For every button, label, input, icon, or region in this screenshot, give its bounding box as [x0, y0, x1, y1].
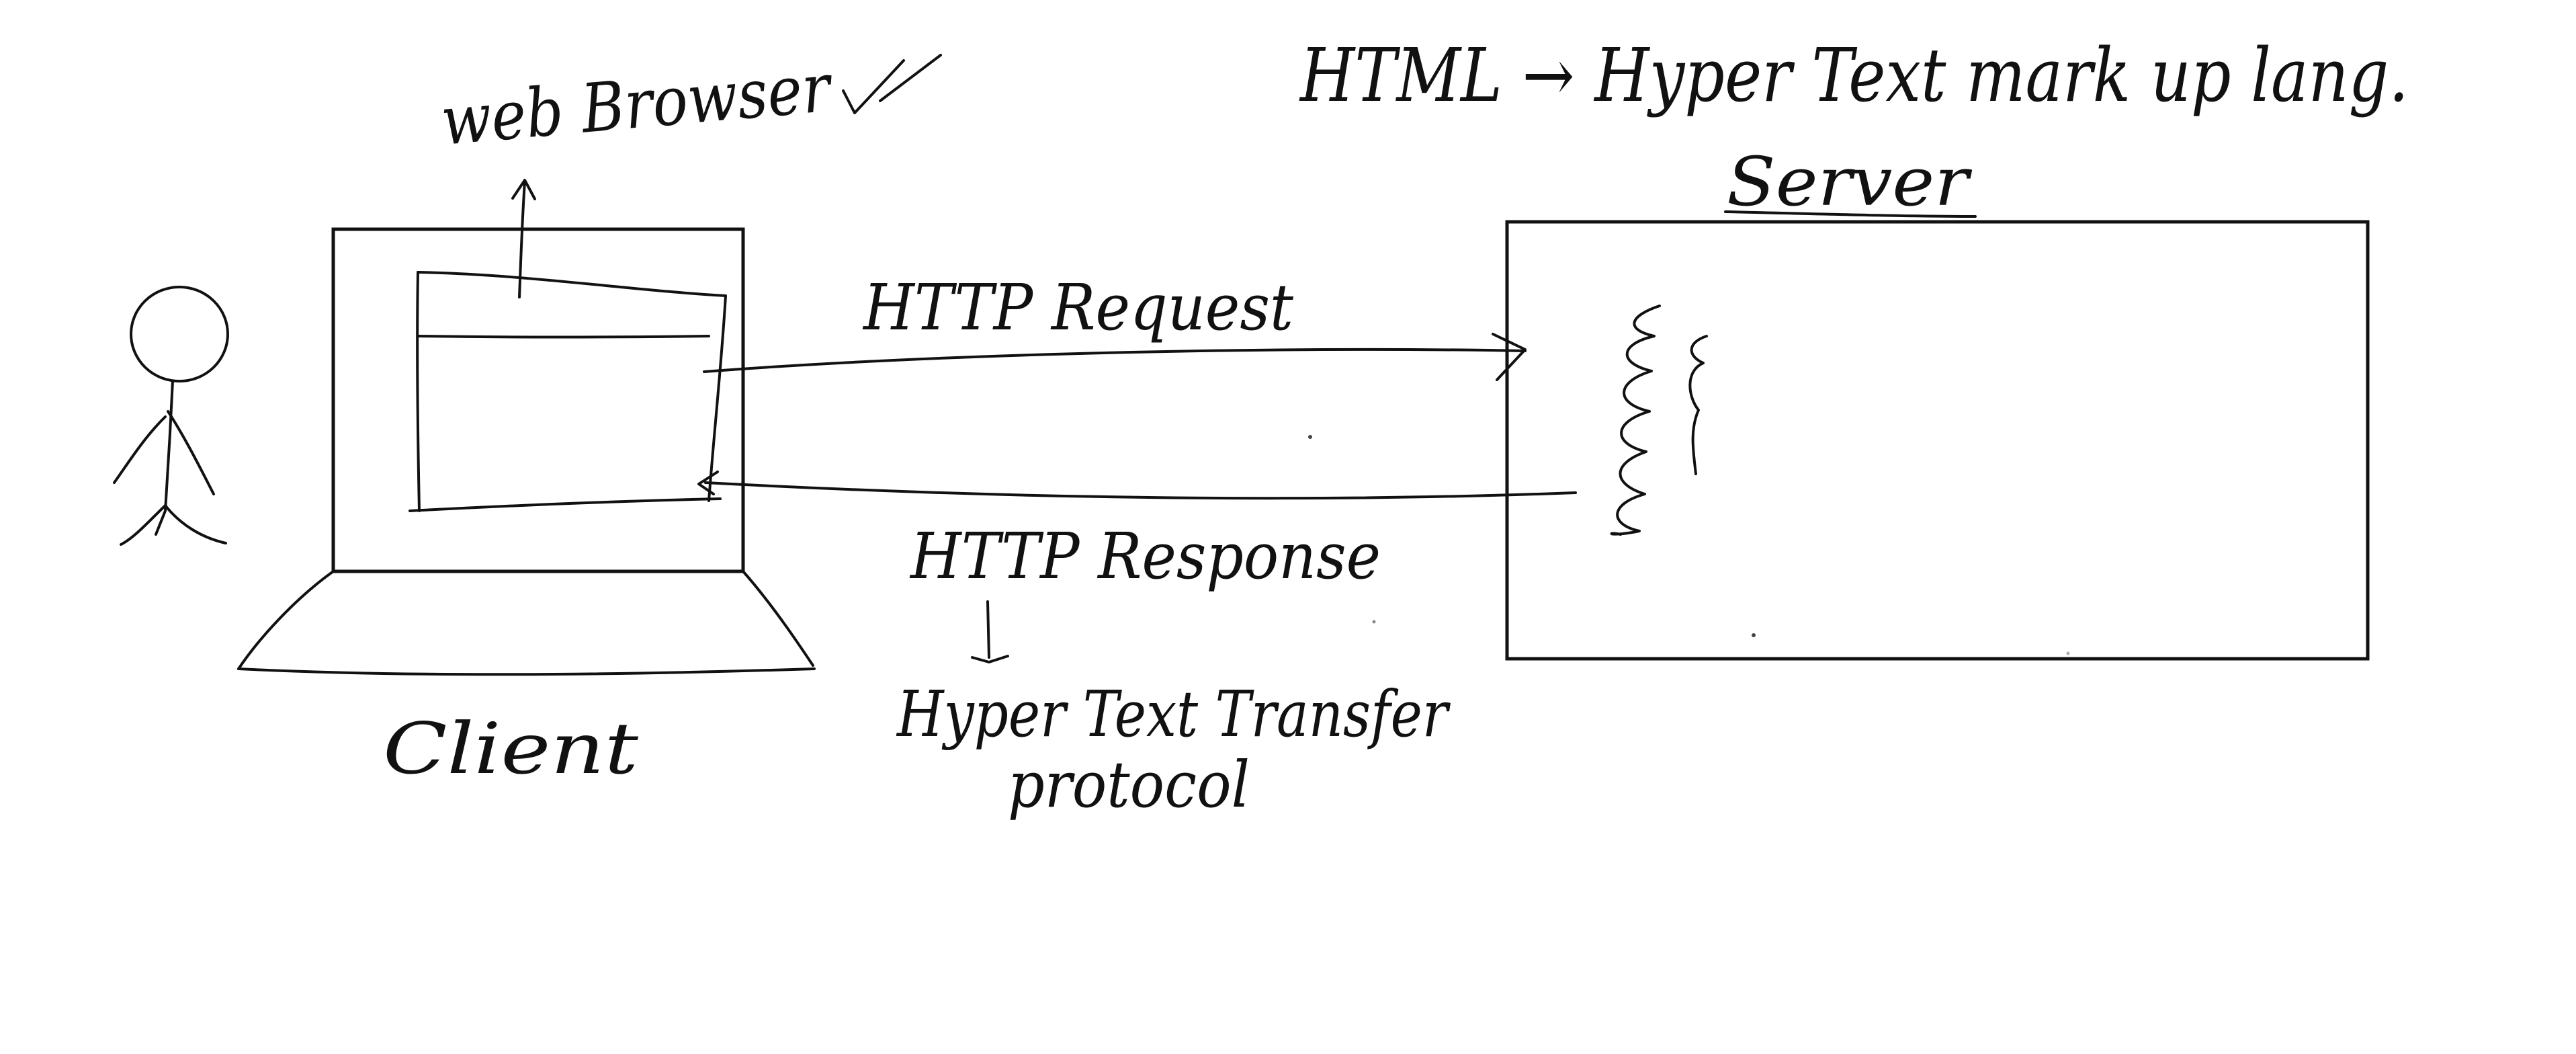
laptop-base-right [742, 570, 814, 667]
browser-bottom-edge [409, 497, 722, 512]
server-label-underline [1724, 210, 1977, 218]
server-box [1505, 220, 2370, 661]
browser-left-edge [416, 271, 421, 512]
arrow-up-icon [511, 179, 536, 298]
http-response-arrow [697, 471, 1577, 500]
browser-window [409, 271, 727, 512]
http-expansion-line2: protocol [1008, 748, 1250, 822]
arrow-right-icon [1492, 333, 1527, 381]
arrow-down-icon [971, 600, 1009, 663]
http-response-label: HTTP Response [909, 520, 1381, 594]
server-squiggle-left [1610, 305, 1661, 536]
server-squiggle-right [1688, 335, 1708, 475]
tick-mark-icon [842, 54, 942, 114]
stray-dots [1308, 435, 2070, 655]
browser-toolbar-line [418, 335, 710, 339]
stick-figure-icon [113, 286, 229, 546]
client-label: Client [383, 708, 639, 790]
browser-right-edge [707, 294, 727, 502]
laptop-screen-frame [331, 227, 745, 573]
arrow-left-icon [697, 471, 719, 495]
web-browser-label: web Browser [438, 48, 836, 160]
http-request-arrow [703, 333, 1527, 381]
laptop-icon [237, 227, 816, 676]
server-label: Server [1727, 143, 1973, 221]
laptop-base-bottom [237, 667, 816, 676]
laptop-base-left [237, 570, 335, 670]
http-request-label: HTTP Request [862, 271, 1294, 345]
html-note: HTML → Hyper Text mark up lang. [1299, 32, 2409, 118]
http-expansion-line1: Hyper Text Transfer [896, 678, 1451, 752]
